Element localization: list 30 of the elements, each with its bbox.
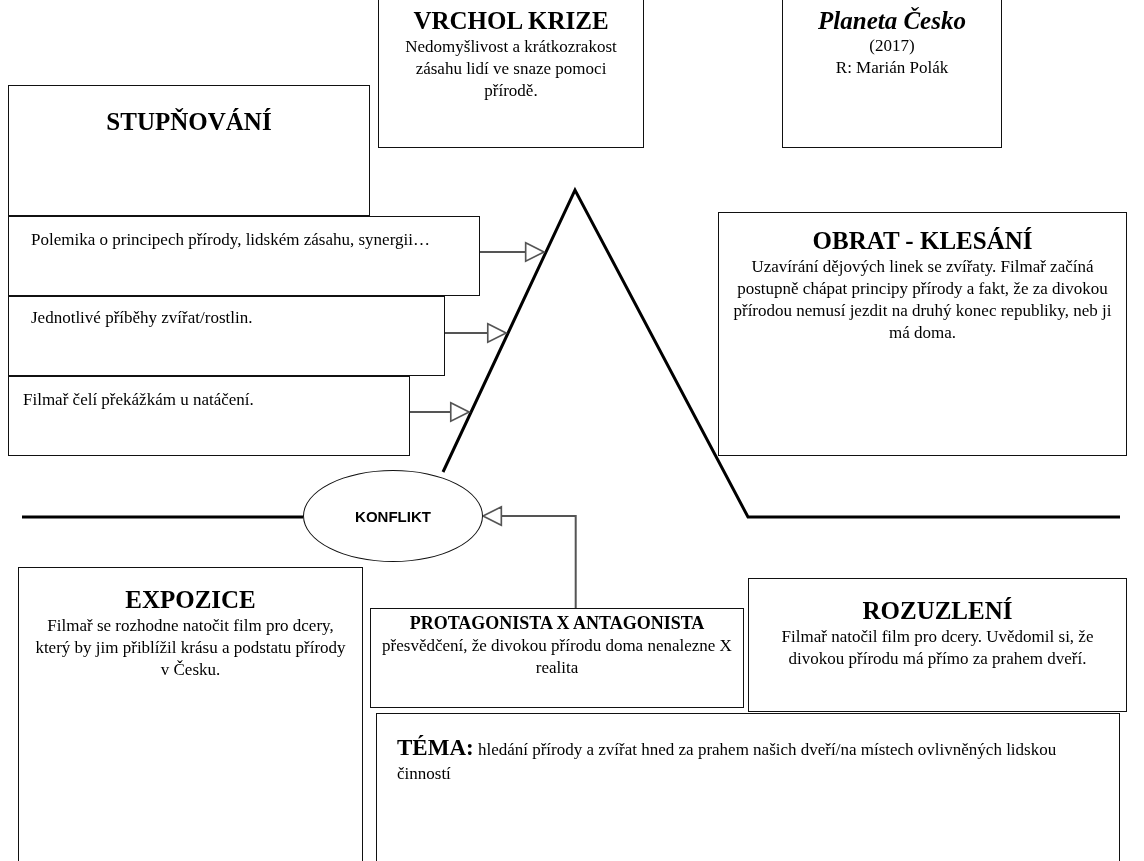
text-box <box>376 713 1120 861</box>
box-text: Uzavírání dějových linek se zvířaty. Filmař začíná postupně chápat principy přírody a fakt, že za divokou přírodou nemusí jezdit na druhý konec republiky, neb ji má doma. <box>732 255 1113 345</box>
film-title: Planeta Česko <box>817 7 967 35</box>
box-heading: OBRAT - KLESÁNÍ <box>811 227 1034 256</box>
box-text: Nedomyšlivost a krátkozrakost zásahu lidí ve snaze pomoci přírodě. <box>404 35 618 102</box>
box-heading: STUPŇOVÁNÍ <box>105 108 273 137</box>
text-box <box>748 578 1127 712</box>
box-text: (2017) <box>868 35 916 57</box>
box-text: R: Marián Polák <box>834 57 950 80</box>
text-box <box>782 0 1002 148</box>
text-box <box>18 567 363 861</box>
arrow <box>482 506 577 609</box>
text-box <box>8 85 370 216</box>
box-heading: PROTAGONISTA X ANTAGONISTA <box>408 613 706 635</box>
box-heading: VRCHOL KRIZE <box>412 7 610 36</box>
box-heading: EXPOZICE <box>124 586 257 615</box>
box-text: Filmař se rozhodne natočit film pro dcery, který by jim přiblížil krásu a podstatu přírody v Česku. <box>34 614 347 681</box>
box-text: Jednotlivé příběhy zvířat/rostlin. <box>31 307 254 329</box>
theme-text: TÉMA: hledání přírody a zvířat hned za prahem našich dveří/na místech ovlivněných lidskou činností <box>397 734 1058 786</box>
box-text: Polemika o principech přírody, lidském zásahu, synergii… <box>31 229 431 251</box>
conflict-label: KONFLIKT <box>355 507 431 525</box>
box-heading: ROZUZLENÍ <box>861 597 1014 626</box>
box-text: přesvědčení, že divokou přírodu doma nenalezne X realita <box>381 634 733 679</box>
text-box <box>370 608 744 708</box>
text-box <box>378 0 644 148</box>
arrow <box>479 242 545 262</box>
arrow <box>444 323 508 343</box>
box-text: Filmař natočil film pro dcery. Uvědomil si, že divokou přírodu má přímo za prahem dveří. <box>780 625 1095 670</box>
box-text: Filmař čelí překážkám u natáčení. <box>23 389 255 411</box>
arrow <box>409 402 471 422</box>
